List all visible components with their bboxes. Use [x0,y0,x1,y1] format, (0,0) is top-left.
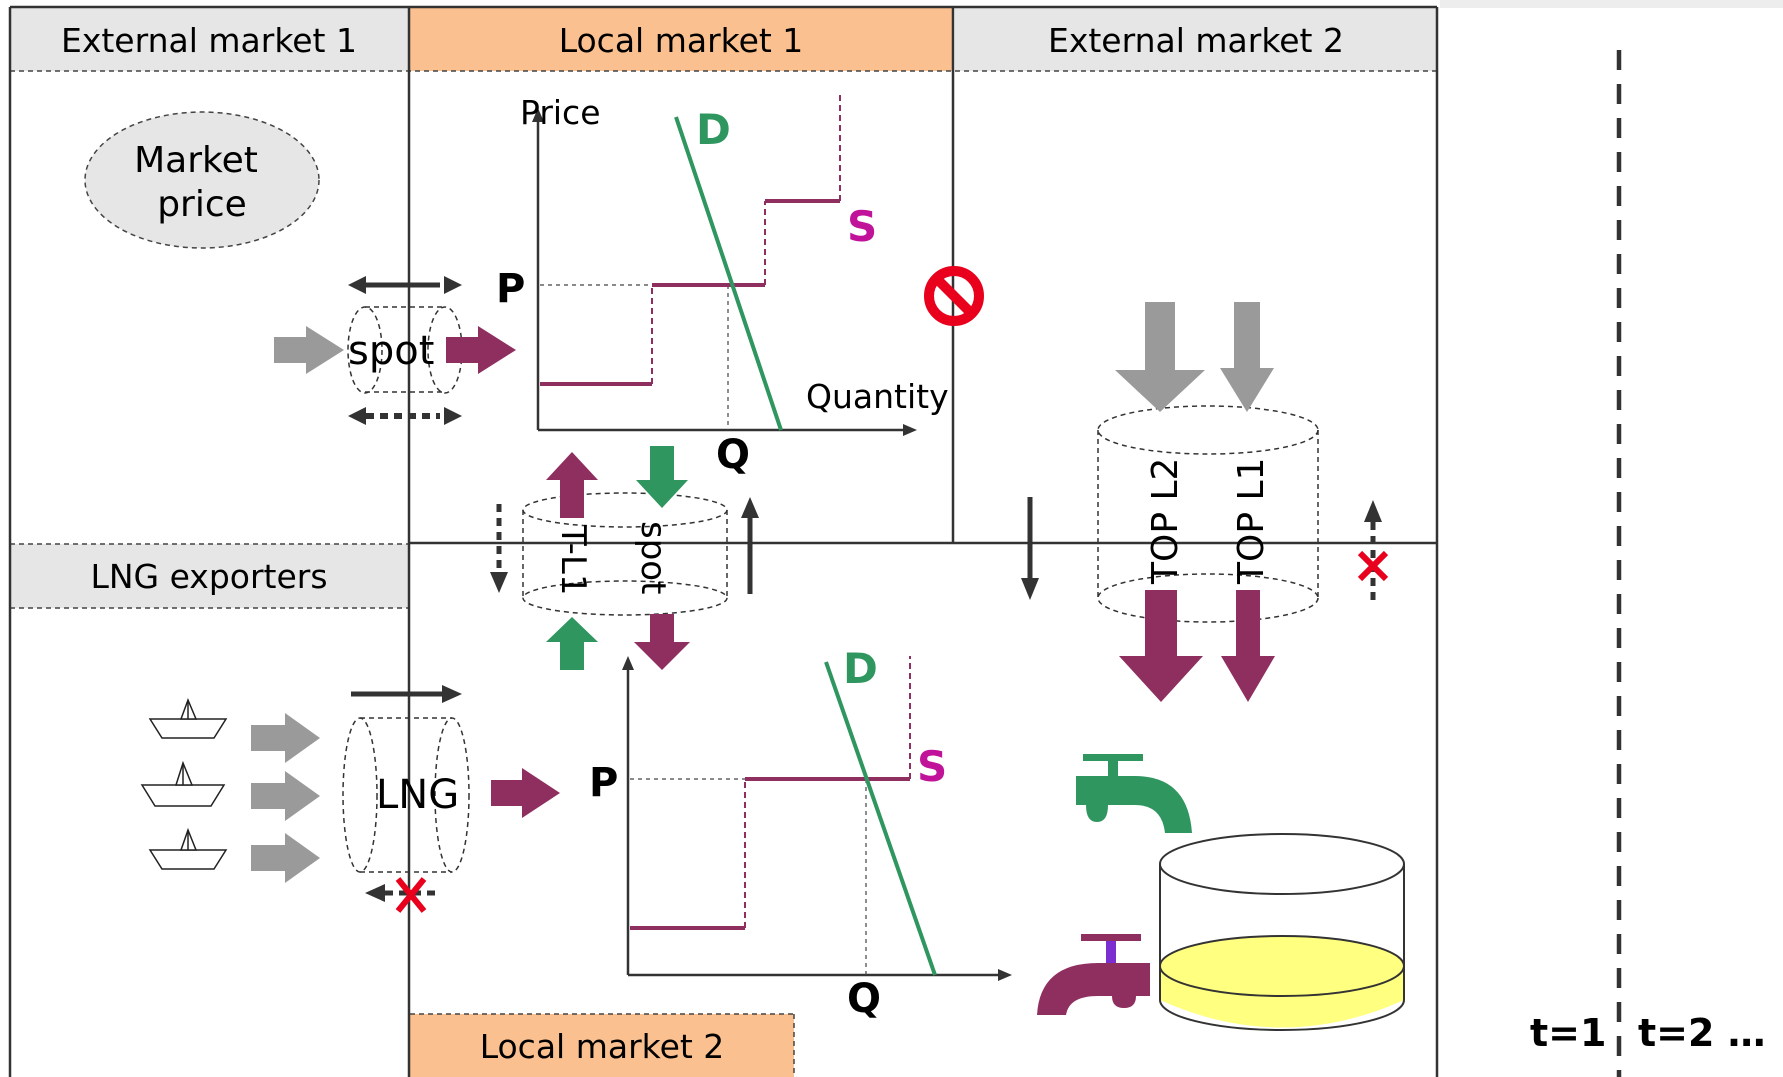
green-tap-icon [1076,754,1192,833]
ship-icon [148,697,228,739]
local-market-1-label: Local market 1 [559,21,804,60]
solid-down-arrow-right [1021,497,1039,600]
green-arrow-up-tl1 [546,617,598,670]
green-arrow-down-spot [636,446,688,508]
market-price-line1: Market [134,140,258,181]
chart1-demand-label: D [696,105,731,154]
purple-arrow-up-tl1 [546,452,598,518]
chart2: P Q D S [589,644,1012,1022]
chart2-supply-curve [630,656,911,930]
purple-arrow-spot-out [446,326,516,374]
gray-arrow-top-l1-in [1220,302,1274,412]
gray-arrow-top-l2-in [1115,302,1205,412]
purple-arrow-top-l2-out [1119,590,1203,702]
storage-tank-icon [1159,833,1405,1031]
top-container [1097,405,1319,623]
chart2-supply-label: S [917,742,947,791]
timeline-t1-label: t=1 [1530,1011,1606,1055]
spot-label-ext1: spot [348,328,434,374]
spot-label-center: spot [633,521,673,594]
market-price-bubble [84,111,320,249]
chart1-p-label: P [496,266,525,312]
external-market-1-header [10,7,408,71]
bidirectional-arrow-dotted [348,407,462,425]
timeline-t2-label: t=2 … [1638,1011,1766,1055]
external-market-2-label: External market 2 [1048,21,1344,60]
external-market-1-label: External market 1 [61,21,357,60]
purple-arrow-top-l1-out [1221,590,1275,702]
purple-tap-icon [1037,934,1150,1015]
dotted-up-arrow-blocked [1357,500,1389,600]
chart1-q-label: Q [716,432,750,478]
chart1-demand-curve [674,116,783,431]
chart1-supply-curve [540,95,841,386]
dotted-left-arrow-blocked [365,877,440,913]
chart2-q-label: Q [847,976,881,1022]
chart2-demand-label: D [843,644,878,693]
market-price-line2: price [157,184,247,225]
dotted-down-arrow-left [490,504,508,593]
gray-arrow-into-spot [274,326,344,374]
gray-arrow-ship-1 [251,713,320,763]
chart2-demand-curve [824,661,937,976]
chart1-quantity-axis-label: Quantity [806,377,949,416]
lng-exporters-header [10,544,408,608]
tl1-label: T-L1 [553,524,593,596]
top-l2-label: TOP L2 [1145,458,1186,585]
top-l1-label: TOP L1 [1231,458,1272,585]
spot-container-ext1 [347,306,463,394]
ship-icon [140,760,226,807]
local-market-2-header [410,1014,794,1077]
ship-icon [148,827,228,870]
chart1-price-axis-label: Price [520,93,601,132]
gray-arrow-ship-2 [251,771,320,821]
chart2-p-label: P [589,760,618,806]
forbidden-icon [924,266,984,326]
chart1: Price Quantity P Q D S [496,93,949,478]
lng-exporters-label: LNG exporters [90,557,327,596]
solid-right-arrow-lng [351,685,462,703]
external-market-2-header [955,7,1437,71]
purple-arrow-lng-out [491,768,560,818]
tl1-spot-container [522,492,728,616]
solid-up-arrow-center [741,497,759,594]
local-market-1-header [410,7,953,71]
local-market-2-label: Local market 2 [480,1027,725,1066]
chart1-supply-label: S [847,202,877,251]
lng-label: LNG [376,772,459,818]
purple-arrow-down-spot [634,614,690,670]
gray-arrow-ship-3 [251,833,320,883]
bidirectional-arrow-solid [348,276,462,294]
lng-container [342,717,470,873]
